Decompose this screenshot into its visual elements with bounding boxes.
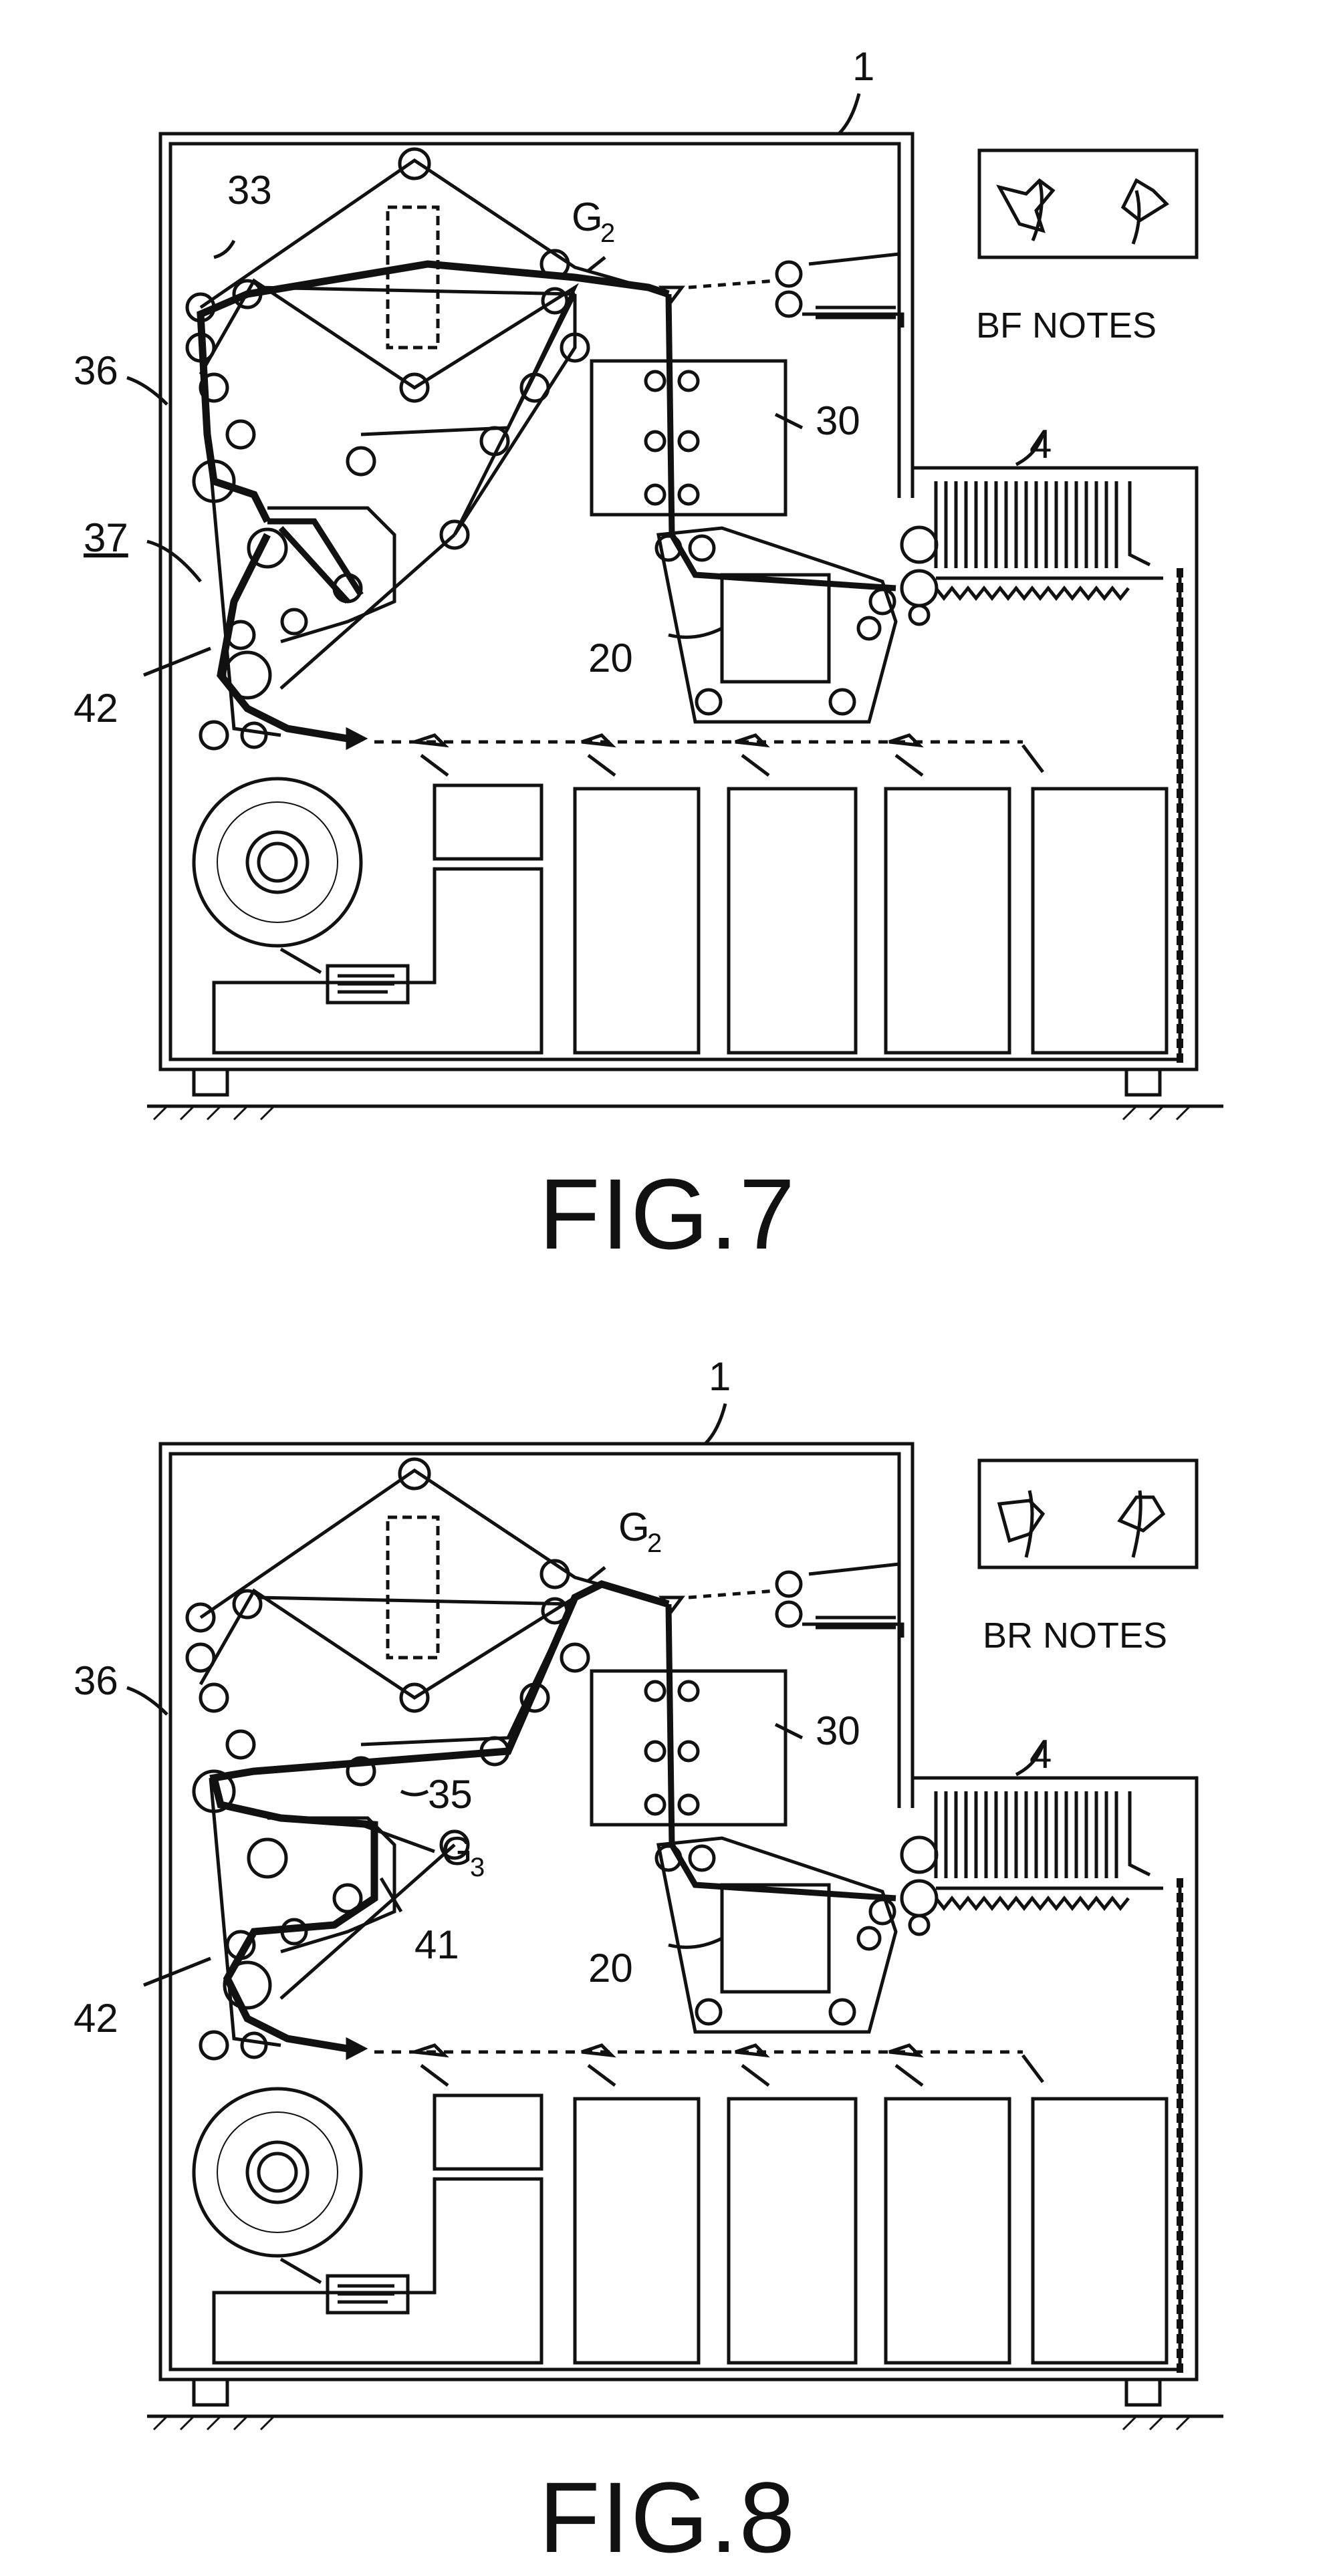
housing: [158, 132, 1199, 1071]
label-20: 20: [588, 636, 633, 680]
label-gate3-sub: 3: [470, 1853, 485, 1882]
foot-right: [1124, 1067, 1162, 1097]
dashed-unit: [386, 205, 440, 350]
notes-label: BF NOTES: [976, 305, 1157, 346]
label-30: 30: [816, 398, 860, 443]
note-stack-inlet: [934, 481, 1118, 568]
notes-label: BR NOTES: [983, 1616, 1167, 1656]
figure-8: 1 G 2 BR NOTES 36 30 4 35 G 3 41 20 42 F…: [0, 1310, 1335, 2576]
figure-caption: FIG.7: [538, 1158, 797, 1270]
label-section-33: 33: [227, 168, 272, 213]
label-4: 4: [1029, 422, 1052, 467]
label-gate-g: G: [572, 195, 603, 239]
label-36: 36: [74, 348, 118, 393]
label-42: 42: [74, 1996, 118, 2041]
figure-caption: FIG.8: [538, 2461, 797, 2573]
label-machine: 1: [852, 44, 874, 89]
block-30: [590, 359, 787, 517]
tape-reel: [192, 777, 363, 948]
label-gate-g: G: [618, 1505, 650, 1549]
label-gate-sub: 2: [600, 219, 615, 248]
machine-diagram-fig8: 1 G 2 BR NOTES 36 30 4 35 G 3 41 20 42: [74, 1354, 1223, 2431]
label-36: 36: [74, 1658, 118, 1703]
label-35: 35: [428, 1772, 473, 1817]
label-41: 41: [414, 1922, 459, 1967]
label-machine: 1: [709, 1354, 731, 1399]
notes-icon-box: [977, 1458, 1199, 1569]
figure-7: 1 33 G 2 BF NOTES 36 30 4 37 20 42 FIG.7: [0, 0, 1335, 1270]
note-path-bold: [197, 260, 670, 523]
label-gate3-g: G: [441, 1829, 473, 1874]
foot-left: [192, 1067, 229, 1097]
notes-icon-box: [977, 148, 1199, 259]
label-30: 30: [816, 1708, 860, 1753]
machine-diagram-fig7: 1 33 G 2 BF NOTES 36 30 4 37 20 42: [74, 44, 1223, 1121]
housing-inner: [168, 142, 1182, 1061]
label-20: 20: [588, 1946, 633, 1990]
label-gate-sub: 2: [647, 1529, 662, 1558]
label-4: 4: [1029, 1732, 1052, 1777]
label-42: 42: [74, 686, 118, 731]
transport-20: [656, 526, 898, 724]
label-37: 37: [84, 515, 128, 560]
